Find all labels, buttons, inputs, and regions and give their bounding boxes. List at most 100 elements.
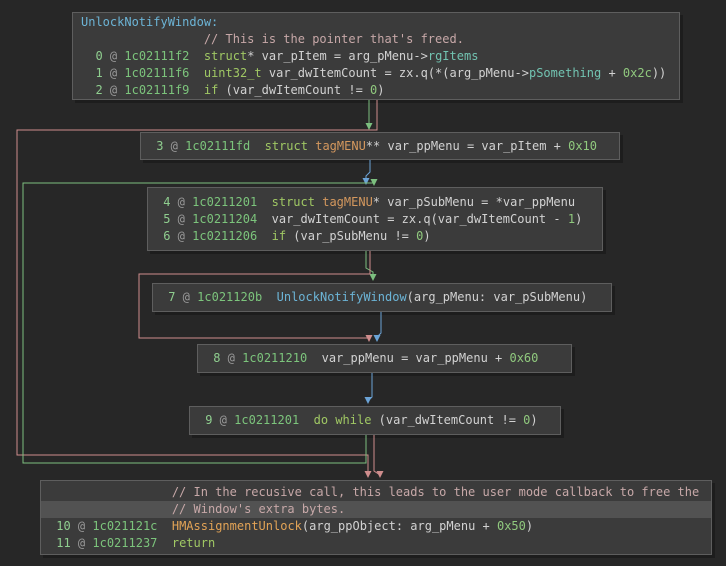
disasm-line[interactable]: 0 @ 1c02111f2 struct* var_pItem = arg_pM… — [81, 48, 671, 65]
disasm-line[interactable]: 1 @ 1c02111f6 uint32_t var_dwItemCount =… — [81, 65, 671, 82]
token-typ: tagMENU — [322, 194, 373, 209]
disasm-line[interactable]: 6 @ 1c0211206 if (var_pSubMenu != 0) — [156, 228, 594, 245]
block-exit[interactable]: // In the recusive call, this leads to t… — [40, 480, 712, 555]
token-kw: do while — [313, 413, 372, 427]
token-txt — [262, 290, 276, 304]
token-addr: 1c0211201 — [192, 194, 258, 209]
token-txt — [299, 413, 313, 427]
token-kw: if — [271, 228, 287, 243]
token-addr: 1c0211204 — [192, 211, 258, 226]
token-txt: ) — [525, 518, 534, 533]
token-num: 0 — [370, 82, 378, 97]
token-addr: 1c02111fd — [185, 138, 251, 153]
token-fn: UnlockNotifyWindow — [276, 290, 407, 304]
token-com: // This is the pointer that's freed. — [203, 31, 464, 46]
token-txt — [49, 485, 172, 499]
disasm-line[interactable]: 3 @ 1c02111fd struct tagMENU** var_ppMen… — [149, 138, 611, 155]
token-addr: 1c021121c — [92, 518, 158, 533]
token-addr: 1c02111f9 — [124, 82, 190, 97]
block-entry[interactable]: UnlockNotifyWindow: // This is the point… — [72, 12, 680, 100]
disasm-line[interactable]: 2 @ 1c02111f9 if (var_dwItemCount != 0) — [81, 82, 671, 99]
token-num: 0x10 — [568, 138, 597, 153]
token-com: // In the recusive call, this leads to t… — [171, 484, 700, 499]
token-txt: ) — [575, 211, 583, 226]
token-dim: @ — [70, 518, 93, 533]
token-fld: pSomething — [528, 65, 602, 80]
token-txt — [189, 66, 203, 80]
token-txt: )) — [651, 65, 667, 80]
token-addr: 1c0211206 — [192, 228, 258, 243]
token-fld: rgItems — [427, 48, 479, 63]
token-txt: (arg_pMenu: var_pSubMenu) — [406, 290, 588, 304]
token-txt: var_ppMenu = var_ppMenu + — [307, 351, 510, 365]
token-addr: 1c021120b — [197, 290, 263, 304]
disasm-line[interactable]: // This is the pointer that's freed. — [81, 31, 671, 48]
token-txt: ) — [530, 413, 538, 427]
token-dim: @ — [175, 290, 198, 304]
token-addr: 1c0211237 — [92, 535, 158, 550]
token-txt: * var_pItem = arg_pMenu-> — [247, 48, 428, 63]
token-dim: @ — [170, 228, 193, 243]
token-txt — [250, 139, 264, 153]
token-typ: tagMENU — [315, 138, 366, 153]
token-idx: 3 — [149, 138, 164, 153]
token-txt: * var_pSubMenu = *var_ppMenu — [372, 194, 576, 209]
token-txt: ** var_ppMenu = var_pItem + — [365, 138, 569, 153]
token-num: 0x60 — [509, 351, 539, 365]
token-txt — [157, 519, 171, 533]
token-addr: 1c02111f6 — [124, 65, 190, 80]
token-idx: 10 — [49, 518, 71, 533]
disasm-line[interactable]: 8 @ 1c0211210 var_ppMenu = var_ppMenu + … — [206, 350, 563, 367]
token-txt: var_dwItemCount = zx.q(*(arg_pMenu-> — [261, 65, 529, 80]
token-txt — [189, 83, 203, 97]
block-9[interactable]: 9 @ 1c0211201 do while (var_dwItemCount … — [189, 406, 561, 435]
token-kw: if — [203, 82, 219, 97]
token-idx: 5 — [156, 211, 171, 226]
token-kw: uint32_t — [203, 65, 262, 80]
token-num: 0x2c — [622, 65, 652, 80]
token-txt: ) — [423, 228, 431, 243]
disasm-line[interactable]: UnlockNotifyWindow: — [81, 14, 671, 31]
cfg-edge-call-to-block8 — [373, 312, 382, 342]
token-txt: (var_pSubMenu != — [286, 228, 417, 243]
disasm-line[interactable]: 7 @ 1c021120b UnlockNotifyWindow(arg_pMe… — [161, 289, 603, 306]
token-imp: HMAssignmentUnlock — [171, 518, 302, 533]
token-fn: UnlockNotifyWindow: — [81, 14, 219, 29]
token-dim: @ — [102, 65, 125, 80]
token-txt — [49, 502, 172, 516]
disasm-line[interactable]: 11 @ 1c0211237 return — [49, 535, 703, 552]
token-dim: @ — [102, 48, 125, 63]
disasm-line[interactable]: // In the recusive call, this leads to t… — [49, 484, 703, 501]
disasm-line[interactable]: 9 @ 1c0211201 do while (var_dwItemCount … — [198, 412, 552, 429]
token-txt: (var_dwItemCount != — [371, 413, 524, 427]
cfg-edge-block3-to-block4 — [362, 160, 371, 185]
token-txt — [189, 49, 203, 63]
token-txt: ) — [377, 82, 385, 97]
token-com: // Window's extra bytes. — [171, 501, 346, 516]
token-idx: 7 — [161, 290, 176, 304]
token-idx: 11 — [49, 535, 71, 550]
block-7[interactable]: 7 @ 1c021120b UnlockNotifyWindow(arg_pMe… — [152, 283, 612, 312]
token-num: 0 — [416, 228, 424, 243]
disasm-line[interactable]: 10 @ 1c021121c HMAssignmentUnlock(arg_pp… — [49, 518, 703, 535]
token-dim: @ — [170, 194, 193, 209]
disasm-line[interactable]: 5 @ 1c0211204 var_dwItemCount = zx.q(var… — [156, 211, 594, 228]
disasm-line-highlighted[interactable]: // Window's extra bytes. — [41, 500, 711, 518]
token-num: 0x50 — [496, 518, 526, 533]
block-3[interactable]: 3 @ 1c02111fd struct tagMENU** var_ppMen… — [140, 132, 620, 160]
token-txt: var_dwItemCount = zx.q(var_dwItemCount - — [257, 211, 568, 226]
token-txt: (var_dwItemCount != — [218, 82, 371, 97]
token-dim: @ — [70, 535, 93, 550]
token-num: 1 — [567, 211, 576, 226]
token-kw: return — [171, 535, 216, 550]
token-kw: struct — [203, 48, 248, 63]
block-8[interactable]: 8 @ 1c0211210 var_ppMenu = var_ppMenu + … — [197, 344, 572, 373]
token-txt: (arg_ppObject: arg_pMenu + — [301, 518, 497, 533]
cfg-edge-block8-to-dowhile — [364, 373, 373, 404]
token-dim: @ — [212, 413, 235, 427]
disasm-line[interactable]: 4 @ 1c0211201 struct tagMENU* var_pSubMe… — [156, 194, 594, 211]
cfg-edge-if-true-to-call — [365, 251, 377, 281]
block-4-6[interactable]: 4 @ 1c0211201 struct tagMENU* var_pSubMe… — [147, 187, 603, 251]
token-idx: 2 — [81, 82, 103, 97]
